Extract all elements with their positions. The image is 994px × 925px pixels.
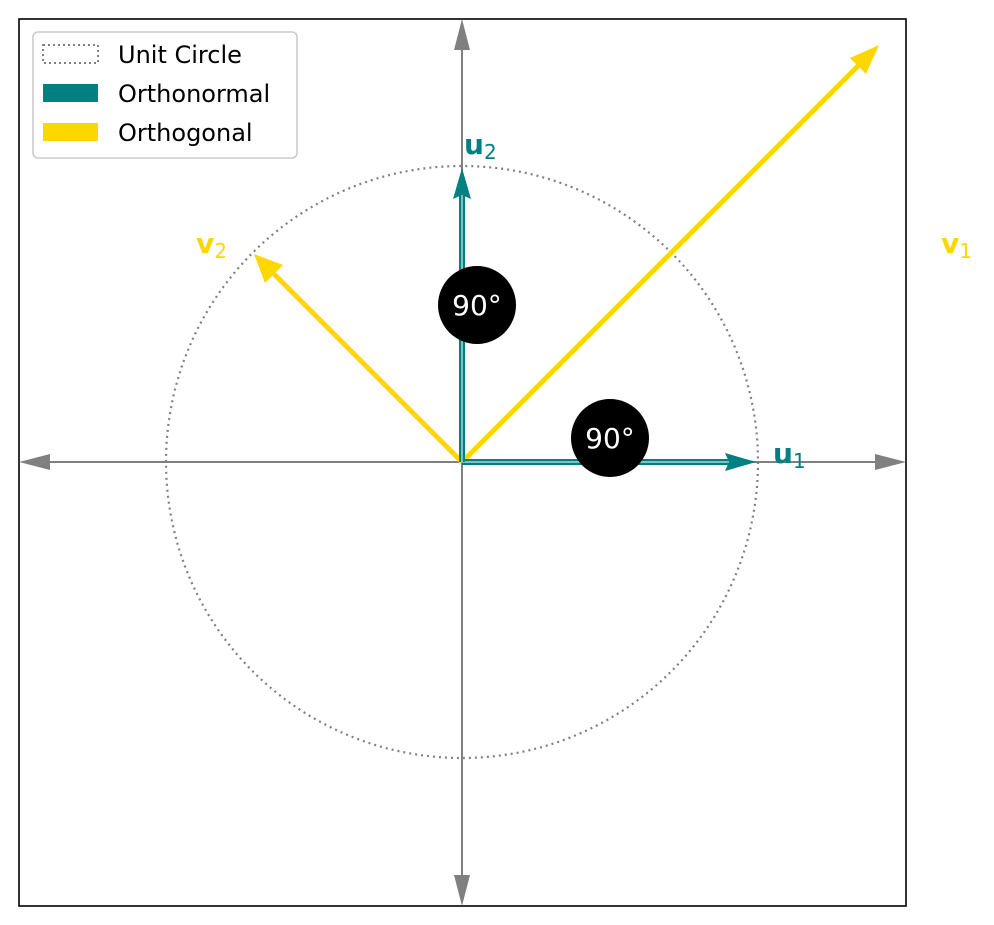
legend-label: Orthogonal xyxy=(118,119,253,147)
vector-v2 xyxy=(254,254,464,464)
plot-frame xyxy=(18,18,907,907)
label-v2: v2 xyxy=(196,227,227,263)
legend-label: Unit Circle xyxy=(118,41,242,69)
label-u1: u1 xyxy=(773,437,806,473)
vector-v1-arrowhead xyxy=(850,45,879,74)
legend-box xyxy=(32,31,298,159)
x-axis-left-arrowhead xyxy=(19,454,50,470)
legend-swatch-orthogonal xyxy=(43,123,98,141)
angle-label: 90° xyxy=(452,289,502,322)
angle-badge-u2: 90° xyxy=(438,266,516,344)
label-v1: v1 xyxy=(941,227,972,263)
legend-swatch-orthonormal xyxy=(43,84,98,102)
legend-item-orthonormal: Orthonormal xyxy=(43,80,270,108)
vector-v2-arrowhead xyxy=(254,254,283,283)
x-axis-right-arrowhead xyxy=(875,454,906,470)
angle-badge-u1: 90° xyxy=(571,399,649,477)
angle-label: 90° xyxy=(585,422,635,455)
legend: Unit Circle Orthonormal Orthogonal xyxy=(32,31,298,159)
vector-v1 xyxy=(460,45,879,464)
legend-label: Orthonormal xyxy=(118,80,270,108)
vector-u2-arrowhead xyxy=(453,168,471,199)
legend-item-orthogonal: Orthogonal xyxy=(43,119,253,147)
legend-swatch-unit-circle xyxy=(42,44,99,64)
legend-item-unit-circle: Unit Circle xyxy=(42,41,242,69)
vector-u1-arrowhead xyxy=(725,453,756,471)
y-axis-top-arrowhead xyxy=(454,19,470,50)
y-axis-bottom-arrowhead xyxy=(454,875,470,906)
label-u2: u2 xyxy=(464,128,497,164)
